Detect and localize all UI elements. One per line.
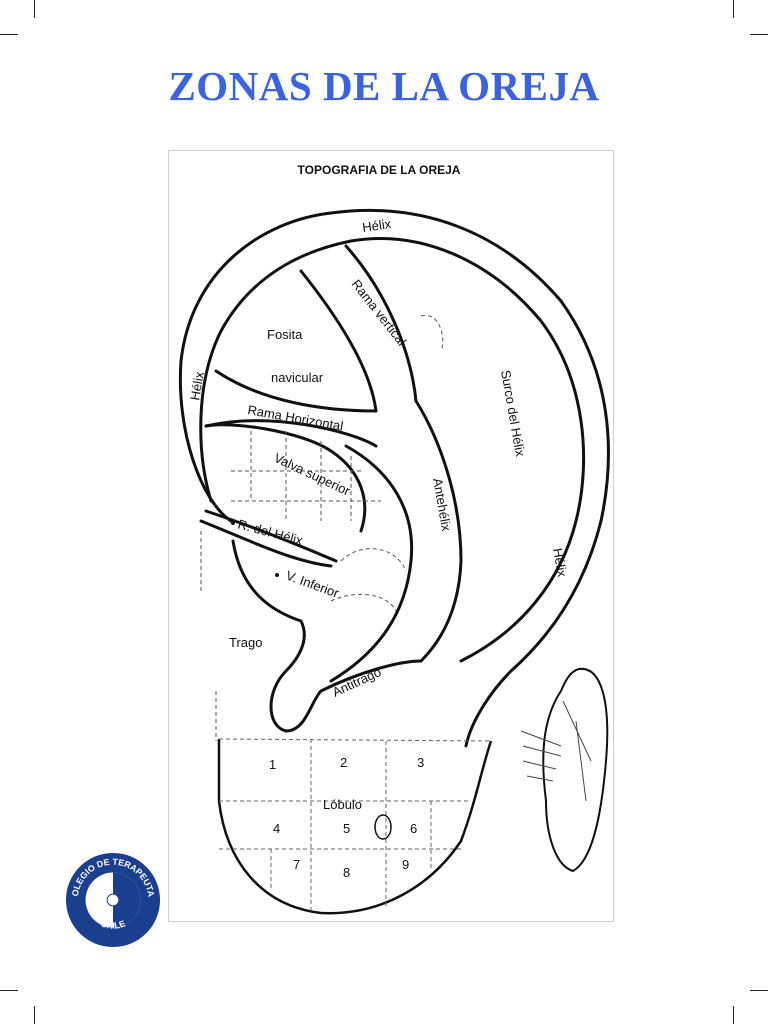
crop-mark (34, 0, 35, 18)
ear-diagram: TOPOGRAFIA DE LA OREJA Hélix Hélix Hélix… (178, 163, 610, 915)
lobule-zone-number: 8 (343, 865, 350, 880)
ear-diagram-frame: TOPOGRAFIA DE LA OREJA Hélix Hélix Hélix… (168, 150, 614, 922)
lobule-zone-number: 6 (410, 821, 417, 836)
lobule-zone-number: 7 (293, 857, 300, 872)
label-v-inferior: V. Inferior (284, 568, 342, 601)
diagram-heading: TOPOGRAFIA DE LA OREJA (298, 163, 461, 177)
side-ear-outline (542, 667, 609, 873)
label-r-helix: R. del Hélix (236, 516, 305, 548)
inner-helix-line (199, 237, 586, 663)
label-rama-vertical: Rama vertical (349, 277, 410, 349)
outer-helix-outline (178, 209, 610, 748)
crop-mark (733, 0, 734, 18)
fosita-boundary (214, 369, 378, 413)
crop-mark (34, 1006, 35, 1024)
crop-mark (750, 990, 768, 991)
lobule-zone-number: 4 (273, 821, 280, 836)
tragus-outline (231, 539, 423, 733)
label-lobulo: Lóbulo (323, 797, 362, 812)
label-antitrago: Antitrago (330, 664, 384, 700)
lobule-zone-number: 3 (417, 755, 424, 770)
r-helix-crus (199, 519, 333, 568)
label-surco-helix: Surco del Hélix (498, 369, 528, 458)
colegio-terapeutas-logo: COLEGIO DE TERAPEUTAS CHILE (64, 851, 161, 948)
rama-vertical-line (344, 244, 418, 403)
label-navicular: navicular (271, 370, 324, 385)
crop-mark (0, 34, 18, 35)
label-trago: Trago (229, 635, 262, 650)
antehelix-inner (329, 444, 414, 683)
label-fosita: Fosita (267, 327, 303, 342)
lobule-zone-number: 5 (343, 821, 350, 836)
lobule-marker (374, 814, 392, 840)
crop-mark (750, 34, 768, 35)
rama-vertical-line (299, 269, 378, 413)
lobule-outline (217, 739, 493, 915)
lobule-zone-number: 1 (269, 757, 276, 772)
crop-mark (733, 1006, 734, 1024)
label-helix-top: Hélix (361, 216, 392, 235)
lobule-zone-number: 2 (340, 755, 347, 770)
label-helix-right: Hélix (550, 547, 570, 579)
antehelix-line (414, 399, 463, 663)
lobule-zone-number: 9 (402, 857, 409, 872)
rama-horizontal-line (204, 419, 378, 448)
r-helix-crus (204, 509, 338, 563)
page-title: ZONAS DE LA OREJA (168, 63, 600, 109)
label-helix-left: Hélix (187, 370, 207, 402)
concha-outline (204, 423, 367, 533)
crop-mark (0, 990, 18, 991)
